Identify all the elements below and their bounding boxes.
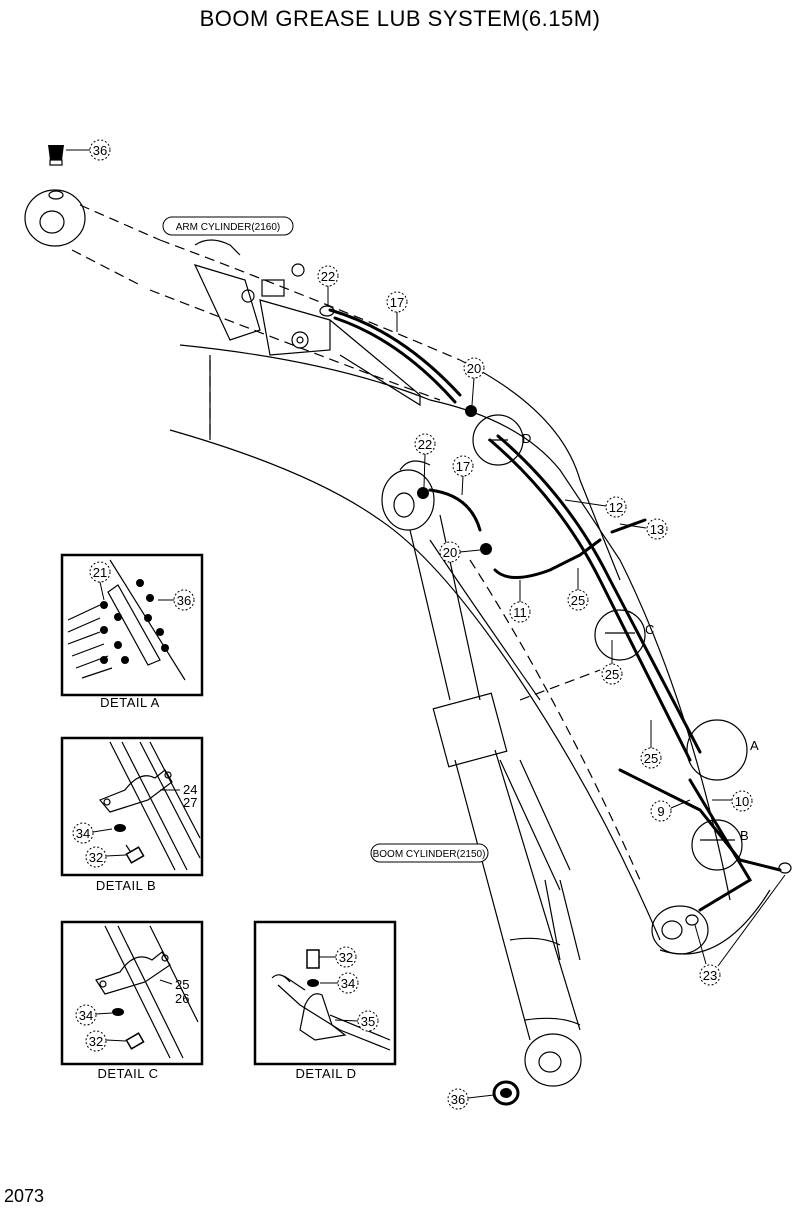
- callout-20-top: 20: [463, 357, 485, 406]
- svg-text:36: 36: [451, 1092, 465, 1107]
- arm-cylinder-tag: ARM CYLINDER(2160): [162, 216, 294, 236]
- callout-23: 23: [694, 874, 786, 986]
- callout-10: 10: [712, 790, 753, 812]
- svg-text:34: 34: [76, 826, 90, 841]
- callout-22-top: 22: [317, 265, 339, 305]
- svg-text:32: 32: [89, 850, 103, 865]
- boom-cylinder-tag: BOOM CYLINDER(2150): [370, 843, 489, 863]
- detail-c-caption: DETAIL C: [97, 1066, 158, 1081]
- svg-text:9: 9: [657, 804, 664, 819]
- callout-9: 9: [650, 799, 691, 822]
- svg-text:BOOM CYLINDER(2150): BOOM CYLINDER(2150): [373, 849, 486, 860]
- callout-13: 13: [619, 518, 668, 540]
- svg-text:13: 13: [650, 522, 664, 537]
- callout-17-mid: 17: [452, 455, 474, 496]
- svg-text:20: 20: [443, 545, 457, 560]
- svg-text:21: 21: [93, 565, 107, 580]
- callout-17-top: 17: [386, 291, 408, 332]
- svg-text:24: 24: [183, 782, 197, 797]
- svg-text:27: 27: [183, 795, 197, 810]
- svg-text:32: 32: [89, 1034, 103, 1049]
- svg-text:11: 11: [513, 605, 527, 620]
- detail-b: 24 27 34 32 DETAIL B: [60, 736, 204, 893]
- detail-d: 32 34 35 DETAIL D: [253, 920, 397, 1081]
- svg-text:36: 36: [177, 593, 191, 608]
- detail-letters: D C A B: [522, 431, 759, 843]
- svg-text:C: C: [645, 622, 654, 637]
- grease-lines: [328, 308, 782, 912]
- arm-cylinder-bracket: [193, 239, 421, 407]
- svg-text:ARM CYLINDER(2160): ARM CYLINDER(2160): [176, 222, 280, 233]
- svg-text:35: 35: [361, 1014, 375, 1029]
- boom-cylinder: [381, 460, 582, 1087]
- detail-d-caption: DETAIL D: [295, 1066, 356, 1081]
- svg-text:25: 25: [175, 977, 189, 992]
- svg-text:26: 26: [175, 991, 189, 1006]
- page-number: 2073: [4, 1186, 45, 1206]
- boom-structure: [24, 189, 771, 955]
- svg-text:34: 34: [79, 1008, 93, 1023]
- detail-circles: [472, 414, 748, 871]
- detail-b-caption: DETAIL B: [96, 878, 156, 893]
- svg-text:D: D: [522, 431, 531, 446]
- svg-text:22: 22: [321, 269, 335, 284]
- svg-text:32: 32: [339, 950, 353, 965]
- svg-text:17: 17: [456, 459, 470, 474]
- callout-36-bottom: 36: [447, 1088, 495, 1110]
- svg-text:12: 12: [609, 500, 623, 515]
- callout-11: 11: [509, 580, 531, 623]
- svg-text:34: 34: [341, 976, 355, 991]
- svg-text:23: 23: [703, 968, 717, 983]
- callout-12: 12: [564, 496, 627, 518]
- svg-text:25: 25: [644, 751, 658, 766]
- callout-20-mid: 20: [439, 541, 481, 563]
- svg-text:36: 36: [93, 143, 107, 158]
- detail-c: 25 26 34 32 DETAIL C: [60, 920, 204, 1081]
- detail-a: 21 36 DETAIL A: [60, 553, 204, 710]
- callout-36-top: 36: [66, 139, 111, 161]
- detail-a-caption: DETAIL A: [100, 695, 160, 710]
- svg-text:25: 25: [605, 667, 619, 682]
- svg-text:25: 25: [571, 593, 585, 608]
- svg-text:A: A: [750, 738, 759, 753]
- svg-text:17: 17: [390, 295, 404, 310]
- svg-text:10: 10: [735, 794, 749, 809]
- callout-25-b: 25: [601, 640, 623, 685]
- svg-text:22: 22: [418, 437, 432, 452]
- svg-text:20: 20: [467, 361, 481, 376]
- callout-25-a: 25: [567, 568, 589, 611]
- svg-text:B: B: [740, 828, 749, 843]
- page-title: BOOM GREASE LUB SYSTEM(6.15M): [199, 6, 601, 31]
- grease-fittings: [48, 145, 792, 1106]
- callout-22-mid: 22: [414, 433, 436, 488]
- callout-25-c: 25: [640, 720, 662, 769]
